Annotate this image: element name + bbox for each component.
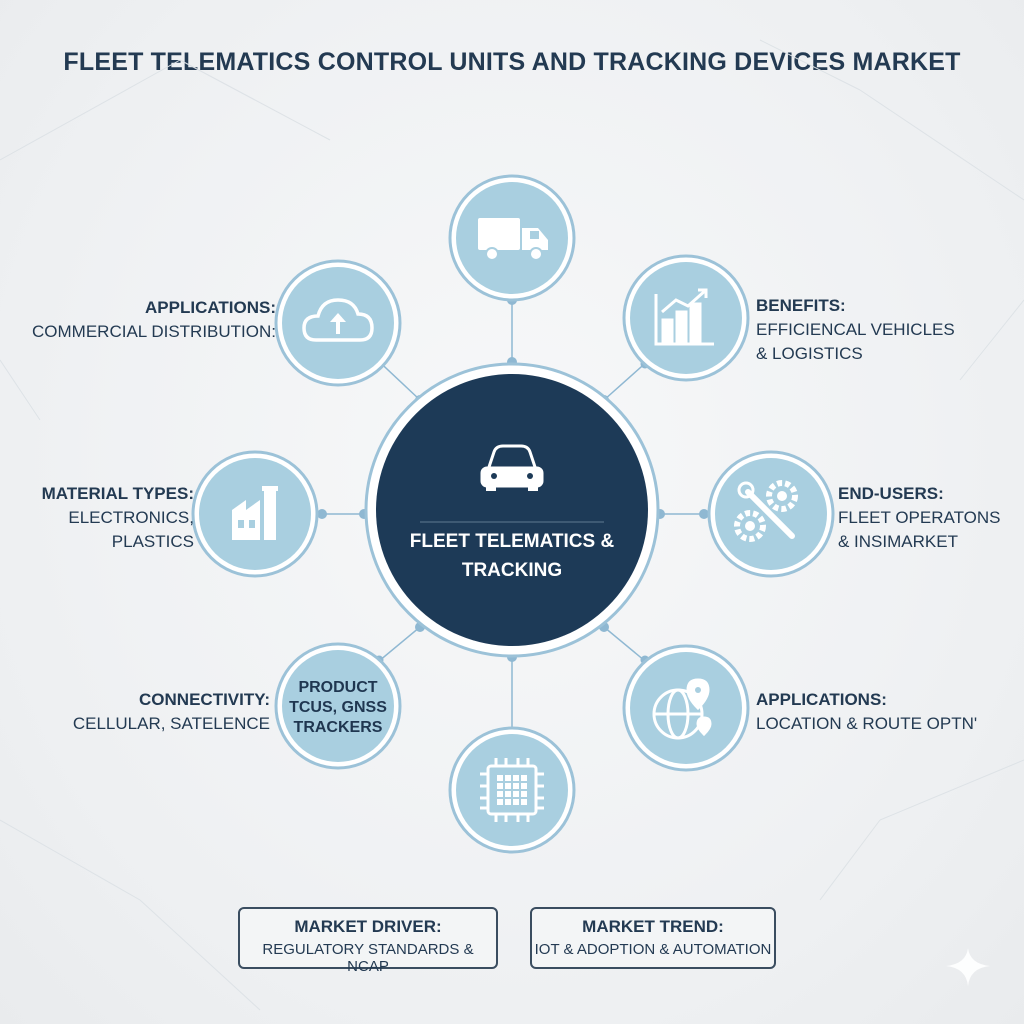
chip-icon [480, 758, 544, 822]
page-title: FLEET TELEMATICS CONTROL UNITS AND TRACK… [63, 48, 961, 76]
label-applications-location-body: LOCATION & ROUTE OPTN' [756, 714, 978, 733]
bar-chart-icon [654, 288, 714, 346]
label-applications-commercial: APPLICATIONS: COMMERCIAL DISTRIBUTION: [20, 296, 276, 344]
globe-pin-icon [652, 678, 712, 740]
market-trend-head: MARKET TREND: [582, 917, 724, 936]
node-applications-location [622, 644, 750, 772]
label-end-users-body1: FLEET OPERATONS [838, 508, 1001, 527]
center-hub [376, 374, 648, 646]
node-product [274, 642, 402, 770]
product-node-label: PRODUCT TCUS, GNSS TRACKERS [268, 678, 408, 738]
node-benefits [622, 254, 750, 382]
node-applications-commercial [274, 259, 402, 387]
node-end-users [707, 450, 835, 578]
label-connectivity-body: CELLULAR, SATELENCE [72, 714, 270, 733]
label-end-users-head: END-USERS: [838, 484, 944, 503]
factory-icon [232, 486, 278, 540]
market-trend-body: IOT & ADOPTION & AUTOMATION [534, 941, 772, 958]
market-driver-head: MARKET DRIVER: [294, 917, 442, 936]
label-applications-commercial-body: COMMERCIAL DISTRIBUTION: [32, 322, 276, 341]
label-connectivity: CONNECTIVITY: CELLULAR, SATELENCE [60, 688, 270, 736]
background-network [0, 39, 1024, 1011]
truck-icon [478, 218, 548, 261]
sparkle-icon [946, 948, 990, 986]
gears-wrench-icon [734, 480, 798, 542]
node-truck [448, 174, 576, 302]
label-benefits-head: BENEFITS: [756, 296, 846, 315]
product-node-line1: PRODUCT [298, 679, 378, 696]
label-applications-commercial-head: APPLICATIONS: [145, 298, 276, 317]
center-hub-label-line1: FLEET TELEMATICS & [409, 531, 615, 552]
label-applications-location: APPLICATIONS: LOCATION & ROUTE OPTN' [756, 688, 996, 736]
label-end-users: END-USERS: FLEET OPERATONS & INSIMARKET [838, 482, 1018, 554]
label-material-types: MATERIAL TYPES: ELECTRONICS, PLASTICS [6, 482, 194, 554]
product-node-line3: TRACKERS [293, 719, 383, 736]
label-applications-location-head: APPLICATIONS: [756, 690, 887, 709]
label-material-types-body: ELECTRONICS, PLASTICS [68, 508, 194, 551]
car-icon [480, 444, 544, 491]
center-hub-label-line2: TRACKING [461, 560, 563, 581]
node-chip [448, 726, 576, 854]
label-benefits: BENEFITS: EFFICIENCAL VEHICLES & LOGISTI… [756, 294, 996, 366]
market-driver-body: REGULATORY STANDARDS & NCAP [262, 941, 474, 975]
label-connectivity-head: CONNECTIVITY: [139, 690, 270, 709]
node-material-types [191, 450, 319, 578]
label-material-types-head: MATERIAL TYPES: [41, 484, 194, 503]
product-node-line2: TCUS, GNSS [289, 699, 387, 716]
label-benefits-body1: EFFICIENCAL VEHICLES [756, 320, 955, 339]
market-driver-box: MARKET DRIVER: REGULATORY STANDARDS & NC… [238, 907, 498, 975]
center-hub-label: FLEET TELEMATICS & TRACKING [392, 527, 632, 585]
market-trend-box: MARKET TREND: IOT & ADOPTION & AUTOMATIO… [530, 907, 776, 969]
label-benefits-body2: & LOGISTICS [756, 344, 863, 363]
label-end-users-body2: & INSIMARKET [838, 532, 958, 551]
cloud-upload-icon [302, 298, 374, 342]
